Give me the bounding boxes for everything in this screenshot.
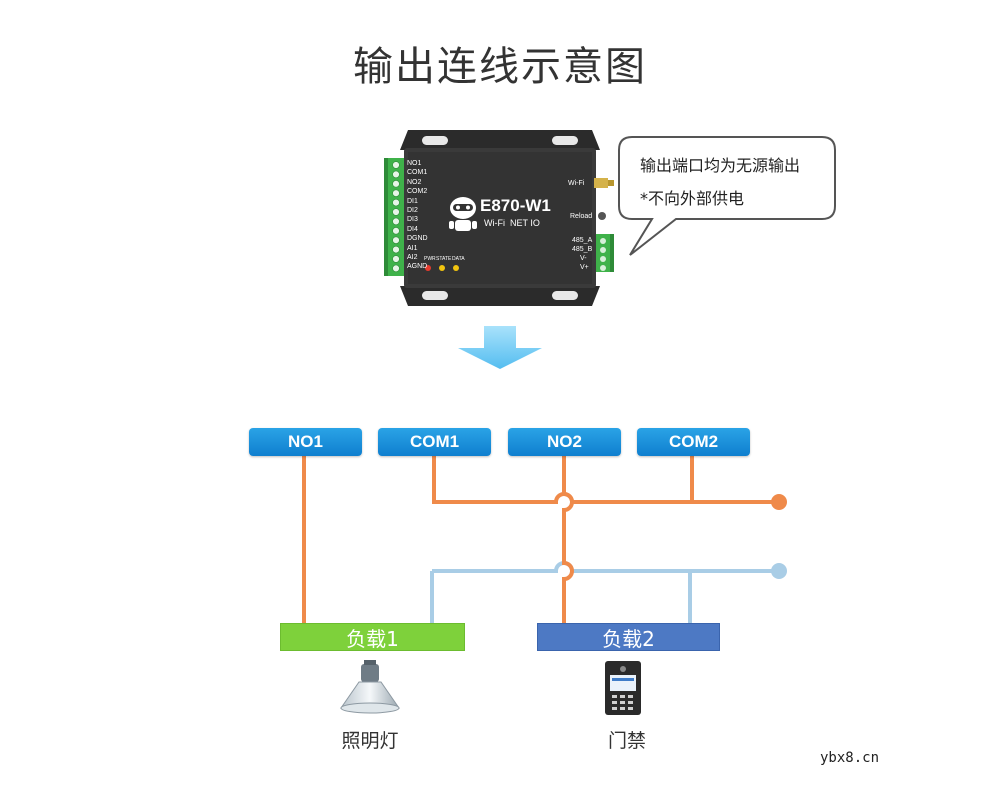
terminal-screw <box>392 208 400 216</box>
down-arrow-icon <box>458 326 542 369</box>
blue-terminal-dot <box>771 563 787 579</box>
right-label-485a: 485_A <box>572 237 593 244</box>
terminal-label-com2: COM2 <box>407 188 428 196</box>
terminal-screw <box>392 180 400 188</box>
orange-terminal-dot <box>771 494 787 510</box>
pendant-lamp-icon <box>340 660 400 714</box>
terminal-label-no2: NO2 <box>407 178 422 186</box>
terminal-screw <box>392 161 400 169</box>
robot-logo-icon <box>449 197 477 231</box>
callout-line-2: *不向外部供电 <box>640 189 745 208</box>
terminal-label-no1: NO1 <box>407 160 422 167</box>
terminal-label-agnd: AGND <box>407 263 428 271</box>
terminal-label-ai2: AI2 <box>407 254 418 261</box>
port-com1: COM1 <box>378 428 491 456</box>
port-com2: COM2 <box>637 428 750 456</box>
callout-bubble <box>618 136 836 256</box>
led-label-pwr: PWR <box>424 256 436 262</box>
terminal-screw <box>392 236 400 244</box>
terminal-label-di4: DI4 <box>407 225 418 233</box>
antenna-connector-icon <box>594 178 614 188</box>
terminal-screw <box>392 227 400 235</box>
terminal-label-dgnd: DGND <box>407 235 428 243</box>
terminal-screw <box>392 217 400 226</box>
wire-blue-bus <box>432 561 772 573</box>
load-1-box: 负载1 <box>280 623 465 651</box>
terminal-screw <box>392 245 400 254</box>
port-no2: NO2 <box>508 428 621 456</box>
right-label-485b: 485_B <box>572 246 593 253</box>
watermark: ybx8.cn <box>820 750 880 766</box>
port-no1: NO1 <box>249 428 362 456</box>
terminal-screw <box>392 255 400 263</box>
wire-no2 <box>562 455 574 624</box>
right-label-vminus: V- <box>580 255 587 262</box>
wire-com-bus <box>432 455 772 504</box>
right-label-vplus: V+ <box>580 264 589 271</box>
right-label-reload: Reload <box>570 213 593 220</box>
terminal-screw <box>392 264 400 273</box>
callout-line-1: 输出端口均为无源输出 <box>640 156 801 175</box>
terminal-label-di2: DI2 <box>407 207 418 214</box>
load-2-device-label: 门禁 <box>607 730 646 752</box>
terminal-screw <box>392 170 400 179</box>
device-subtitle: Wi-Fi NET IO <box>484 218 540 228</box>
right-label-wifi: Wi-Fi <box>568 180 585 187</box>
terminal-screw <box>392 189 400 197</box>
load-1-device-label: 照明灯 <box>341 730 399 752</box>
device-model: E870-W1 <box>480 196 551 215</box>
page-title: 输出连线示意图 <box>353 44 647 90</box>
terminal-label-com1: COM1 <box>407 169 428 177</box>
led-label-data: DATA <box>452 256 465 262</box>
access-control-icon <box>605 661 641 715</box>
led-label-state: STATE <box>436 256 452 262</box>
load-2-box: 负载2 <box>537 623 720 651</box>
terminal-label-ai1: AI1 <box>407 244 418 252</box>
terminal-screw <box>392 198 400 207</box>
terminal-label-di1: DI1 <box>407 197 418 205</box>
device-body <box>384 130 614 306</box>
terminal-label-di3: DI3 <box>407 216 418 224</box>
